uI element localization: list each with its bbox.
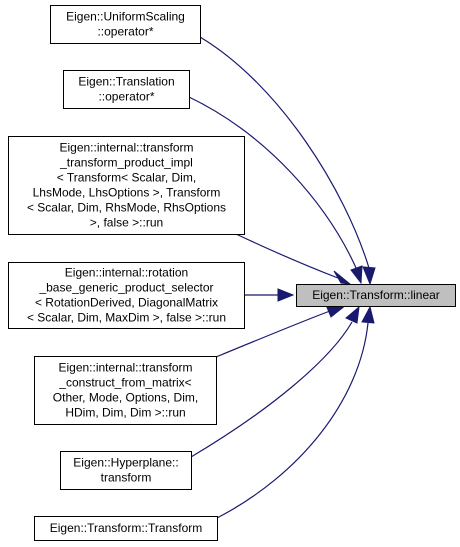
node-transform-construct[interactable]: Eigen::internal::transform_construct_fro… xyxy=(34,356,217,425)
node-focus-transform-linear-box xyxy=(296,284,456,307)
node-transform-product-impl[interactable]: Eigen::internal::transform_transform_pro… xyxy=(8,136,245,235)
node-transform-product-impl-label-line: >, false >::run xyxy=(90,216,163,230)
call-graph-nodes: Eigen::UniformScaling::operator*Eigen::T… xyxy=(8,5,456,541)
node-rotation-product-selector-box xyxy=(8,262,245,329)
node-translation-label-line: ::operator* xyxy=(98,90,154,104)
node-rotation-product-selector-label-line: _base_generic_product_selector xyxy=(38,281,213,295)
node-focus-transform-linear-label-line: Eigen::Transform::linear xyxy=(312,288,440,302)
edge-transform-construct xyxy=(215,310,331,358)
node-transform-ctor-label-line: Eigen::Transform::Transform xyxy=(50,521,202,535)
node-translation-box xyxy=(63,70,190,109)
edge-uniform-scaling xyxy=(199,36,370,269)
arrowhead-rotation-product-selector xyxy=(277,288,295,302)
node-transform-construct-label-line: HDim, Dim, Dim >::run xyxy=(65,406,185,420)
call-graph-edges xyxy=(188,36,376,519)
arrowhead-hyperplane-transform xyxy=(345,305,360,324)
edge-transform-product-impl xyxy=(235,233,339,279)
arrowhead-uniform-scaling xyxy=(362,266,376,286)
arrowhead-translation xyxy=(350,265,363,285)
node-hyperplane-transform-label-line: Eigen::Hyperplane:: xyxy=(73,456,178,470)
node-uniform-scaling-box xyxy=(50,5,201,44)
arrowhead-transform-ctor xyxy=(361,305,375,324)
node-uniform-scaling-label-line: ::operator* xyxy=(97,25,153,39)
node-rotation-product-selector-label-line: < Scalar, Dim, MaxDim >, false >::run xyxy=(27,311,226,325)
node-uniform-scaling[interactable]: Eigen::UniformScaling::operator* xyxy=(50,5,201,44)
edge-transform-ctor xyxy=(216,322,369,519)
node-transform-ctor-box xyxy=(34,516,218,541)
node-rotation-product-selector-label-line: < RotationDerived, DiagonalMatrix xyxy=(35,296,218,310)
node-transform-product-impl-label-line: < Transform< Scalar, Dim, xyxy=(57,171,196,185)
node-hyperplane-transform-box xyxy=(60,451,192,490)
node-transform-construct-label-line: Other, Mode, Options, Dim, xyxy=(53,391,198,405)
node-focus-transform-linear[interactable]: Eigen::Transform::linear xyxy=(296,284,456,307)
arrowhead-transform-product-impl xyxy=(333,270,352,285)
edge-translation xyxy=(188,96,358,271)
edge-hyperplane-transform xyxy=(190,321,353,458)
node-rotation-product-selector[interactable]: Eigen::internal::rotation_base_generic_p… xyxy=(8,262,245,329)
node-translation-label-line: Eigen::Translation xyxy=(78,75,174,89)
node-transform-product-impl-label-line: _transform_product_impl xyxy=(59,156,193,170)
node-transform-product-impl-box xyxy=(8,136,245,235)
node-hyperplane-transform[interactable]: Eigen::Hyperplane::transform xyxy=(60,451,192,490)
node-translation[interactable]: Eigen::Translation::operator* xyxy=(63,70,190,109)
node-transform-construct-box xyxy=(34,356,217,425)
node-rotation-product-selector-label-line: Eigen::internal::rotation xyxy=(65,266,188,280)
node-transform-product-impl-label-line: < Scalar, Dim, RhsMode, RhsOptions xyxy=(27,201,226,215)
node-transform-construct-label-line: Eigen::internal::transform xyxy=(58,361,192,375)
node-transform-product-impl-label-line: Eigen::internal::transform xyxy=(59,141,193,155)
node-uniform-scaling-label-line: Eigen::UniformScaling xyxy=(66,10,185,24)
node-transform-construct-label-line: _construct_from_matrix< xyxy=(58,376,191,390)
node-transform-ctor[interactable]: Eigen::Transform::Transform xyxy=(34,516,218,541)
node-transform-product-impl-label-line: LhsMode, LhsOptions >, Transform xyxy=(33,186,221,200)
node-hyperplane-transform-label-line: transform xyxy=(101,471,152,485)
